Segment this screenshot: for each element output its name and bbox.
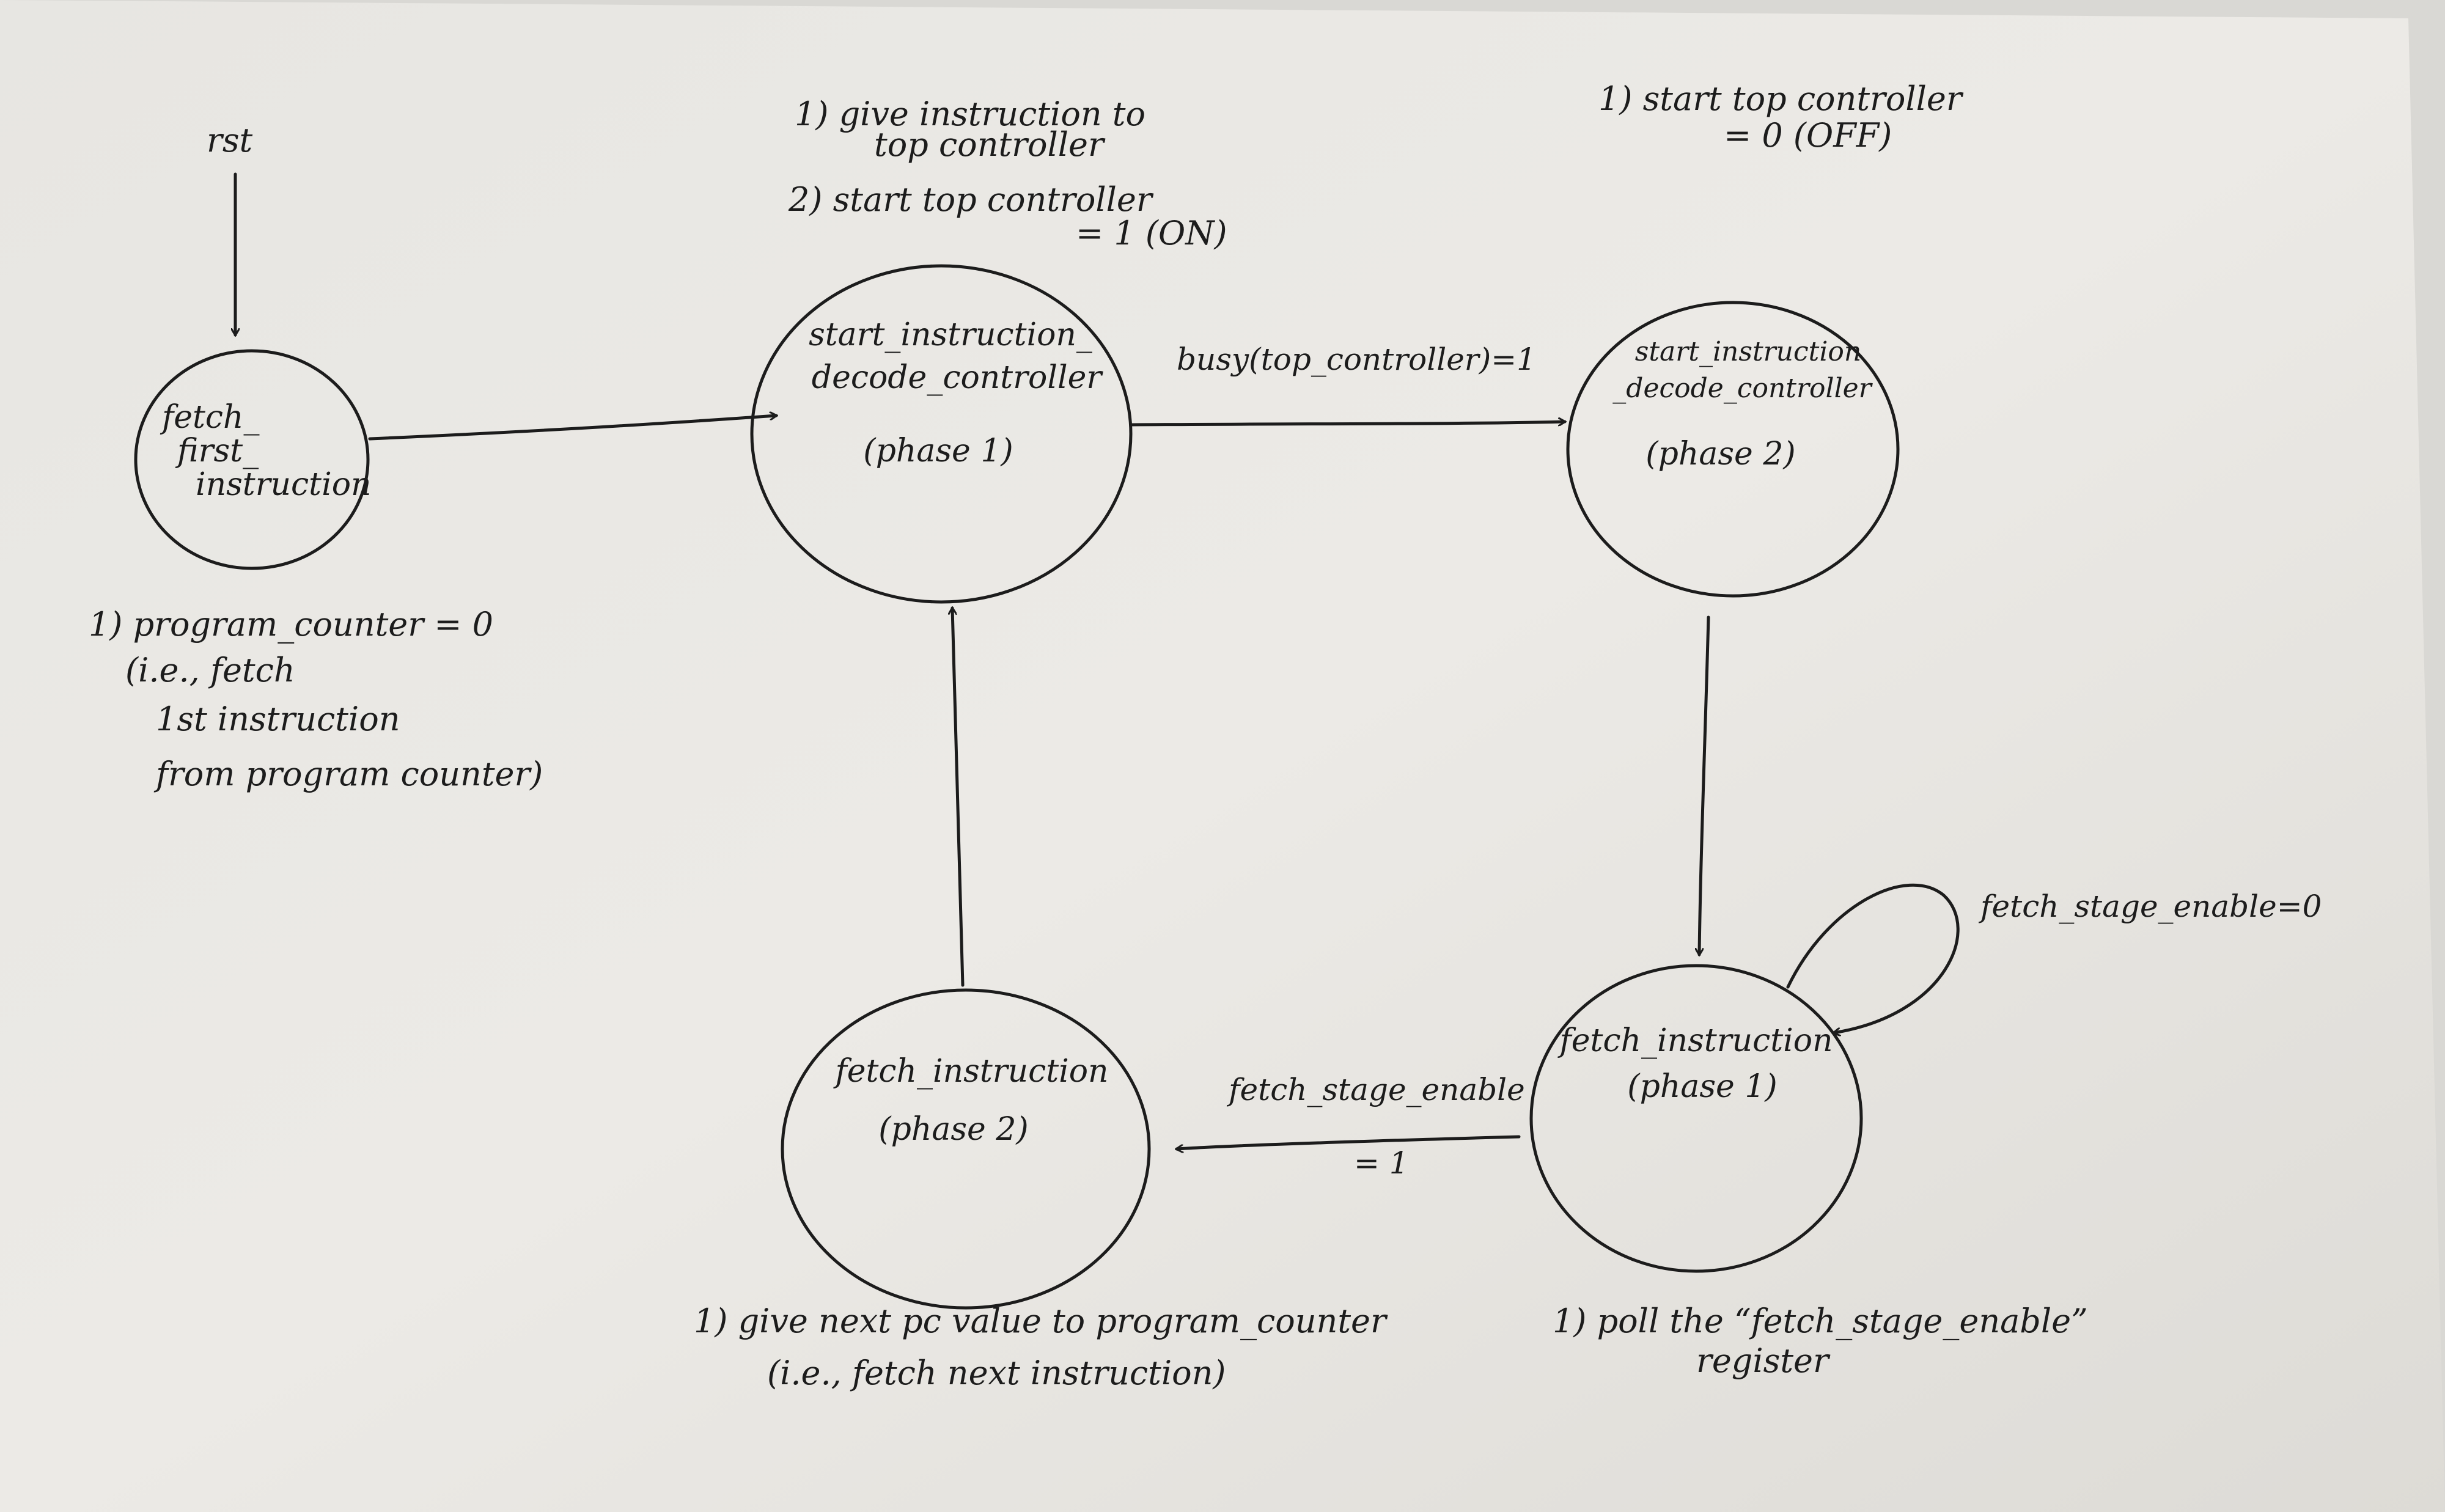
note-fetch-p2-line2: (i.e., fetch next instruction) (767, 1354, 1226, 1392)
note-fetch-first-line4: from program counter) (153, 755, 543, 793)
note-decode-p2-line1: 1) start top controller (1598, 79, 1964, 118)
note-decode-p1-line4: = 1 (ON) (1076, 214, 1227, 252)
note-fetch-p1-line1: 1) poll the “fetch_stage_enable” (1553, 1302, 2088, 1340)
note-fetch-first-line3: 1st instruction (156, 700, 400, 738)
arrow-decode-p1-to-decode-p2 (1130, 422, 1565, 427)
transition-busy-label: busy(top_controller)=1 (1177, 342, 1536, 377)
note-fetch-first-line2: (i.e., fetch (125, 651, 295, 689)
state-fetch-p1-line2: (phase 1) (1627, 1068, 1777, 1105)
arrow-fetch-p1-to-fetch-p2 (1177, 1135, 1521, 1149)
state-fetch-first-line1: fetch_ (160, 399, 260, 436)
reset-label: rst (207, 121, 253, 160)
note-fetch-p2-line1: 1) give next pc value to program_counter (694, 1302, 1388, 1340)
state-decode-controller-phase-1 (750, 264, 1133, 604)
state-fetch-first-instruction (134, 349, 370, 570)
state-fetch-first-line3: instruction (196, 466, 372, 503)
state-fetch-instruction-phase-1 (1529, 964, 1863, 1273)
transition-fetch-enable-1-label-a: fetch_stage_enable (1226, 1072, 1525, 1107)
note-fetch-p1-line2: register (1696, 1341, 1831, 1380)
arrow-decode-p2-to-fetch-p1 (1699, 615, 1710, 955)
arrow-fetch-first-to-decode-p1 (368, 416, 776, 441)
note-decode-p1-line3: 2) start top controller (788, 180, 1154, 219)
arrow-fetch-p1-self-loop (1786, 883, 1960, 1033)
transition-fetch-enable-1-label-b: = 1 (1354, 1145, 1409, 1181)
state-decode-p1-line1: start_instruction_ (809, 317, 1092, 353)
state-decode-p1-line3: (phase 1) (863, 433, 1013, 469)
state-decode-p1-line2: decode_controller (812, 359, 1104, 396)
state-fetch-p1-line1: fetch_instruction (1557, 1022, 1833, 1059)
note-decode-p1-line2: top controller (874, 125, 1106, 164)
note-decode-p2-line2: = 0 (OFF) (1724, 116, 1892, 155)
state-decode-p2-line2: _decode_controller (1612, 373, 1873, 404)
state-fetch-p2-line1: fetch_instruction (833, 1053, 1108, 1090)
state-fetch-instruction-phase-2 (781, 988, 1151, 1310)
transition-fetch-enable-0-label: fetch_stage_enable=0 (1978, 889, 2322, 924)
state-decode-p2-line1: start_instruction (1635, 336, 1861, 367)
state-decode-p2-line3: (phase 2) (1645, 436, 1795, 472)
state-decode-controller-phase-2 (1566, 301, 1900, 598)
state-fetch-p2-line2: (phase 2) (878, 1111, 1028, 1148)
state-fetch-first-line2: first_ (175, 433, 259, 469)
arrow-fetch-p2-to-decode-p1 (952, 608, 965, 987)
note-fetch-first-line1: 1) program_counter = 0 (89, 605, 493, 644)
note-decode-p1-line1: 1) give instruction to (795, 95, 1145, 133)
